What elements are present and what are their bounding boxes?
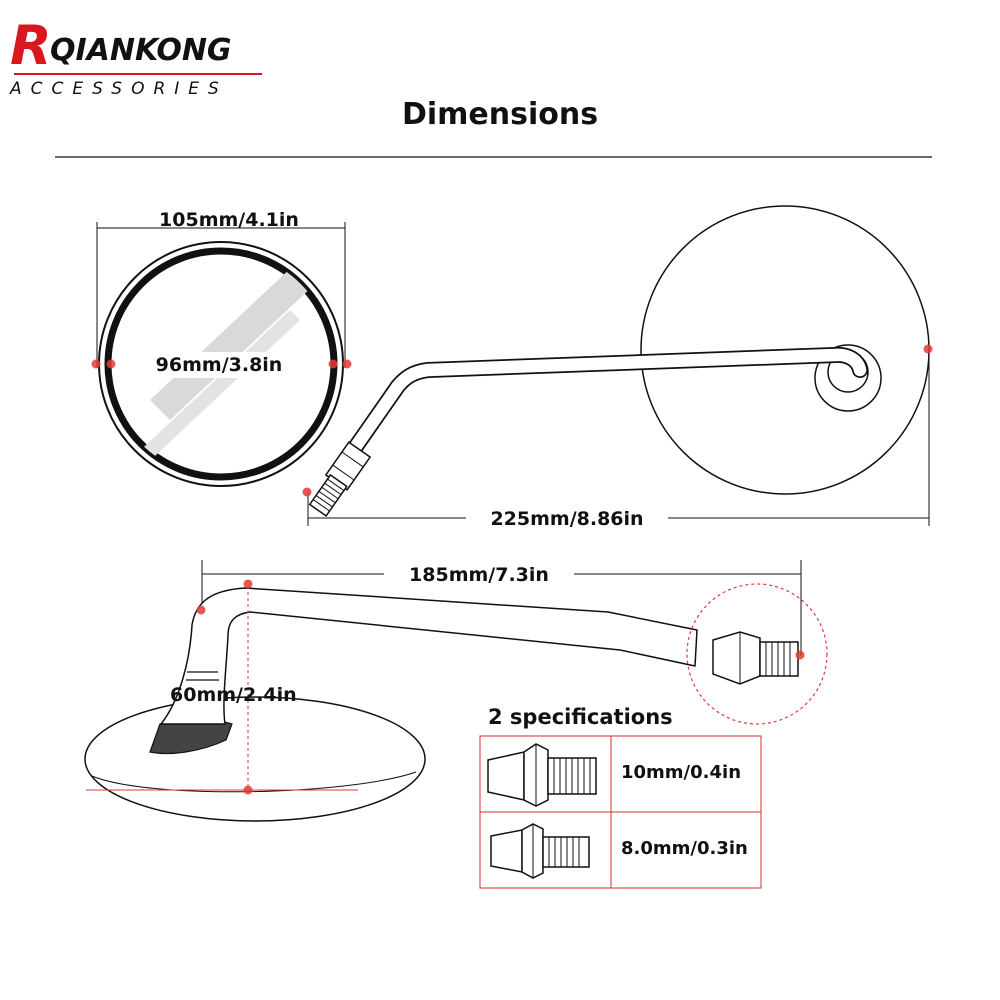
specifications-title: 2 specifications [488, 705, 673, 729]
brand-tagline: ACCESSORIES [9, 79, 228, 99]
spec-row-1-label: 10mm/0.4in [621, 762, 741, 783]
arm-label-backdrop [384, 561, 574, 587]
thread-highlight-circle [686, 583, 828, 725]
page-title: Dimensions [402, 97, 598, 132]
height-label: 60mm/2.4in [170, 684, 297, 706]
arm-length-label: 185mm/7.3in [409, 564, 549, 586]
hex-nut-icon [324, 441, 372, 491]
marker-dot [328, 359, 338, 369]
threaded-bolt-icon [759, 641, 799, 677]
mirror-stem-arm [160, 587, 698, 725]
brand-initial: R [10, 14, 52, 77]
glass-label-backdrop [140, 352, 302, 378]
bolt-large-icon [487, 743, 597, 807]
marker-dot [342, 359, 352, 369]
glass-diameter-label: 96mm/3.8in [156, 354, 283, 376]
specifications-table: 2 specifications 10mm/0.4in [479, 705, 762, 889]
mirror-front-view: 105mm/4.1in 96mm/3.8in [91, 209, 352, 487]
mirror-back-view: 225mm/8.86in [302, 205, 933, 531]
marker-dot [795, 650, 805, 660]
spec-row-2-label: 8.0mm/0.3in [621, 838, 748, 859]
hex-nut-icon [712, 631, 761, 685]
marker-dot [106, 359, 116, 369]
marker-dot [243, 579, 253, 589]
outer-diameter-label: 105mm/4.1in [159, 209, 299, 231]
marker-dot [923, 344, 933, 354]
brand-logo: R QIANKONG ACCESSORIES [9, 14, 262, 99]
overall-length-label: 225mm/8.86in [490, 508, 643, 530]
bolt-small-icon [490, 823, 590, 879]
length-label-backdrop [466, 505, 668, 531]
mirror-head-profile [84, 696, 426, 822]
marker-dot [243, 785, 253, 795]
marker-dot [91, 359, 101, 369]
mirror-side-view: 185mm/7.3in 60mm/2.4in [84, 560, 828, 822]
brand-name: QIANKONG [50, 33, 232, 68]
marker-dot [302, 487, 312, 497]
marker-dot [196, 605, 206, 615]
mirror-arm-fill [345, 348, 867, 459]
threaded-bolt-icon [308, 473, 348, 517]
